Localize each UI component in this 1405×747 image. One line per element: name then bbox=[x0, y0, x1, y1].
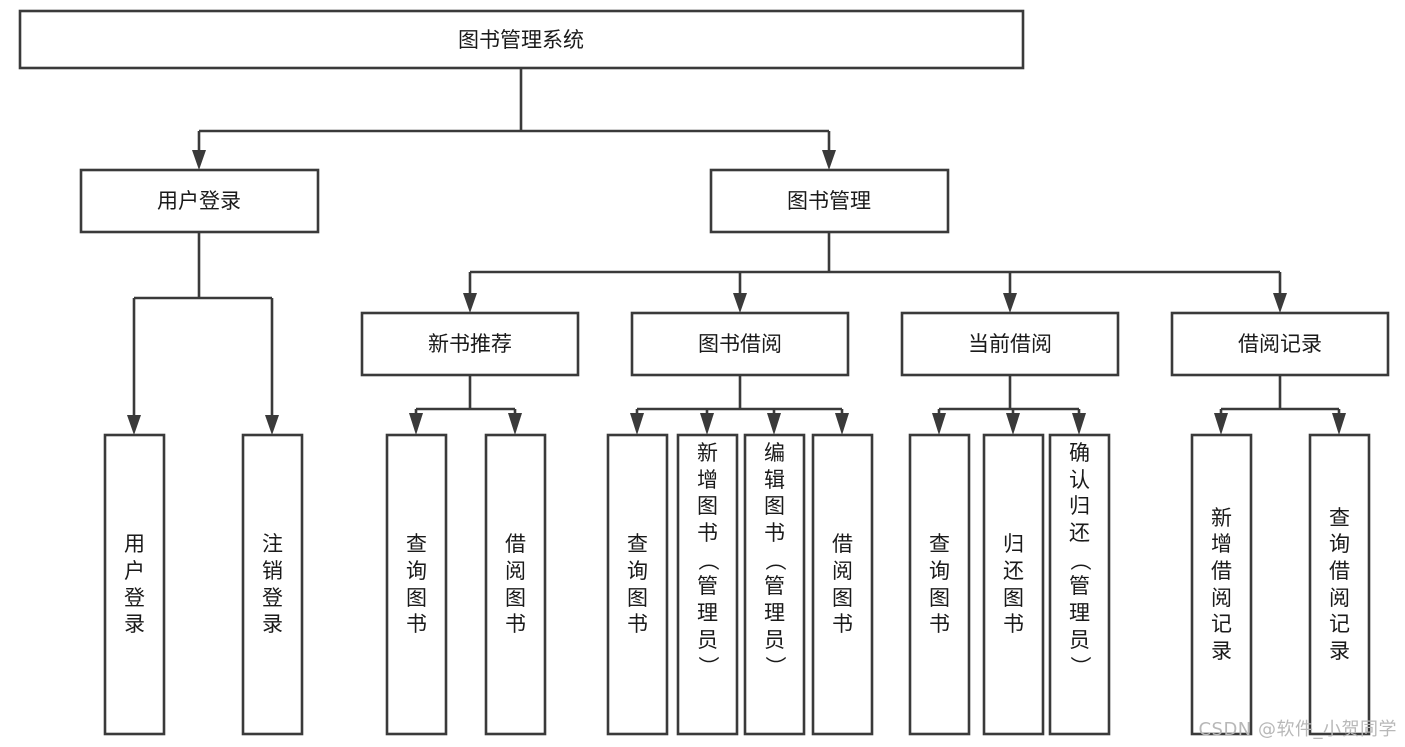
leaf-boxes bbox=[103, 433, 1371, 736]
csdn-watermark: CSDN @软件_小贺同学 bbox=[1198, 719, 1397, 740]
node-box-leaf-confirm-return-admin[interactable] bbox=[1048, 433, 1111, 736]
connector-userlogin-to-leaves bbox=[127, 232, 279, 435]
node-user-login[interactable]: 用户登录 bbox=[79, 168, 320, 234]
arrow-head-icon bbox=[192, 150, 206, 170]
arrow-head-icon bbox=[932, 413, 946, 435]
arrow-head-icon bbox=[767, 413, 781, 435]
connector-currentborrow-to-leaves bbox=[932, 375, 1086, 435]
node-label-current-borrow: 当前借阅 bbox=[968, 332, 1052, 356]
arrow-head-icon bbox=[630, 413, 644, 435]
arrow-head-icon bbox=[822, 150, 836, 170]
node-book-management[interactable]: 图书管理 bbox=[709, 168, 950, 234]
arrow-head-icon bbox=[1332, 413, 1346, 435]
connector-newbook-to-leaves bbox=[409, 375, 522, 435]
arrow-head-icon bbox=[835, 413, 849, 435]
node-root-system[interactable]: 图书管理系统 bbox=[18, 9, 1025, 70]
node-borrow-record[interactable]: 借阅记录 bbox=[1170, 311, 1390, 377]
node-box-leaf-return-book[interactable] bbox=[982, 433, 1045, 736]
node-box-leaf-query-book-3[interactable] bbox=[908, 433, 971, 736]
node-box-leaf-logout[interactable] bbox=[241, 433, 304, 736]
node-label-book-borrow: 图书借阅 bbox=[698, 332, 782, 356]
node-box-current-borrow[interactable] bbox=[900, 311, 1120, 377]
node-box-root[interactable] bbox=[18, 9, 1025, 70]
arrow-head-icon bbox=[1003, 293, 1017, 313]
node-box-leaf-add-book-admin[interactable] bbox=[676, 433, 739, 736]
node-current-borrow[interactable]: 当前借阅 bbox=[900, 311, 1120, 377]
arrow-head-icon bbox=[508, 413, 522, 435]
node-box-leaf-borrow-book-1[interactable] bbox=[484, 433, 547, 736]
node-box-book-management[interactable] bbox=[709, 168, 950, 234]
node-box-leaf-borrow-book-2[interactable] bbox=[811, 433, 874, 736]
connector-borrowrecord-to-leaves bbox=[1214, 375, 1346, 435]
node-label-root: 图书管理系统 bbox=[458, 28, 584, 52]
node-box-leaf-query-borrow-record[interactable] bbox=[1308, 433, 1371, 736]
arrow-head-icon bbox=[1072, 413, 1086, 435]
arrow-head-icon bbox=[463, 293, 477, 313]
node-box-leaf-add-borrow-record[interactable] bbox=[1190, 433, 1253, 736]
arrow-head-icon bbox=[1006, 413, 1020, 435]
arrow-head-icon bbox=[127, 415, 141, 435]
arrow-head-icon bbox=[409, 413, 423, 435]
node-box-leaf-edit-book-admin[interactable] bbox=[743, 433, 806, 736]
node-label-new-book-recommend: 新书推荐 bbox=[428, 332, 512, 356]
node-box-leaf-user-login[interactable] bbox=[103, 433, 166, 736]
node-box-leaf-query-book-1[interactable] bbox=[385, 433, 448, 736]
node-box-user-login[interactable] bbox=[79, 168, 320, 234]
arrow-head-icon bbox=[733, 293, 747, 313]
node-box-borrow-record[interactable] bbox=[1170, 311, 1390, 377]
connector-bookmgmt-to-level3 bbox=[463, 232, 1287, 313]
node-label-book-management: 图书管理 bbox=[787, 189, 871, 213]
connector-root-to-level2 bbox=[192, 68, 836, 170]
arrow-head-icon bbox=[1214, 413, 1228, 435]
node-box-leaf-query-book-2[interactable] bbox=[606, 433, 669, 736]
node-new-book-recommend[interactable]: 新书推荐 bbox=[360, 311, 580, 377]
node-label-borrow-record: 借阅记录 bbox=[1238, 332, 1322, 356]
connector-bookborrow-to-leaves bbox=[630, 375, 849, 435]
node-label-user-login: 用户登录 bbox=[157, 189, 241, 213]
arrow-head-icon bbox=[265, 415, 279, 435]
node-book-borrow[interactable]: 图书借阅 bbox=[630, 311, 850, 377]
node-box-new-book-recommend[interactable] bbox=[360, 311, 580, 377]
arrow-head-icon bbox=[700, 413, 714, 435]
arrow-head-icon bbox=[1273, 293, 1287, 313]
node-box-book-borrow[interactable] bbox=[630, 311, 850, 377]
